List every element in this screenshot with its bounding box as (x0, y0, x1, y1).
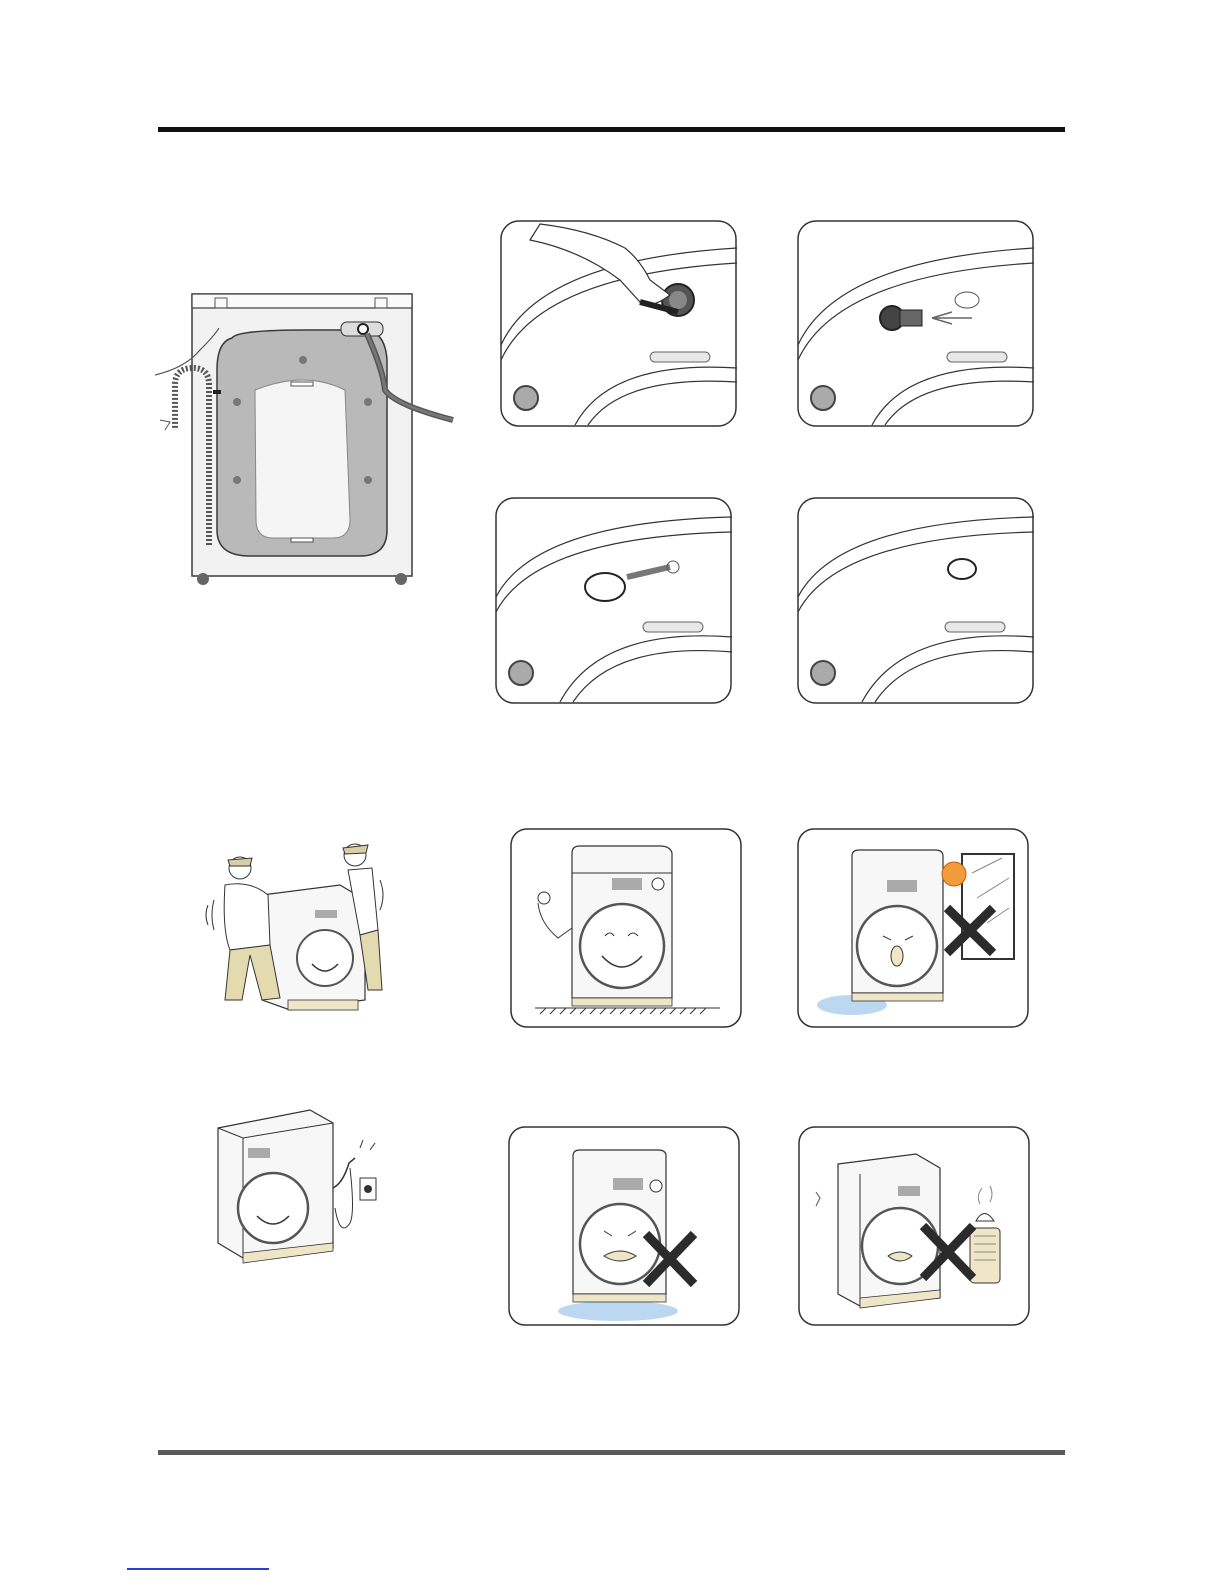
drain-cap-step-3 (495, 497, 732, 704)
sun-window-x-icon (797, 828, 1029, 1028)
washer-near-heater-prohibited (798, 1126, 1030, 1326)
washer-plugged-in (215, 1108, 395, 1268)
washer-near-sunlight-prohibited (797, 828, 1029, 1028)
washer-rear-with-hoses-icon (155, 290, 455, 590)
washer-rear-view (155, 290, 455, 590)
drain-cap-step-2 (797, 220, 1034, 427)
bottom-rule (158, 1450, 1065, 1455)
ok-washer-icon (510, 828, 742, 1028)
water-x-icon (508, 1126, 740, 1326)
bolt-removed-icon (797, 220, 1034, 427)
cap-installed-icon (797, 497, 1034, 704)
hand-wrench-remove-bolt-icon (500, 220, 737, 427)
washer-on-level-floor-ok (510, 828, 742, 1028)
heater-x-icon (798, 1126, 1030, 1326)
insert-cap-icon (495, 497, 732, 704)
carry-washer-icon (200, 840, 390, 1015)
two-people-carrying-washer (200, 840, 390, 1015)
top-rule (158, 127, 1065, 132)
footer-link-underline[interactable] (127, 1568, 269, 1570)
plug-outlet-icon (215, 1108, 395, 1268)
drain-cap-step-4 (797, 497, 1034, 704)
drain-cap-step-1 (500, 220, 737, 427)
washer-in-water-prohibited (508, 1126, 740, 1326)
